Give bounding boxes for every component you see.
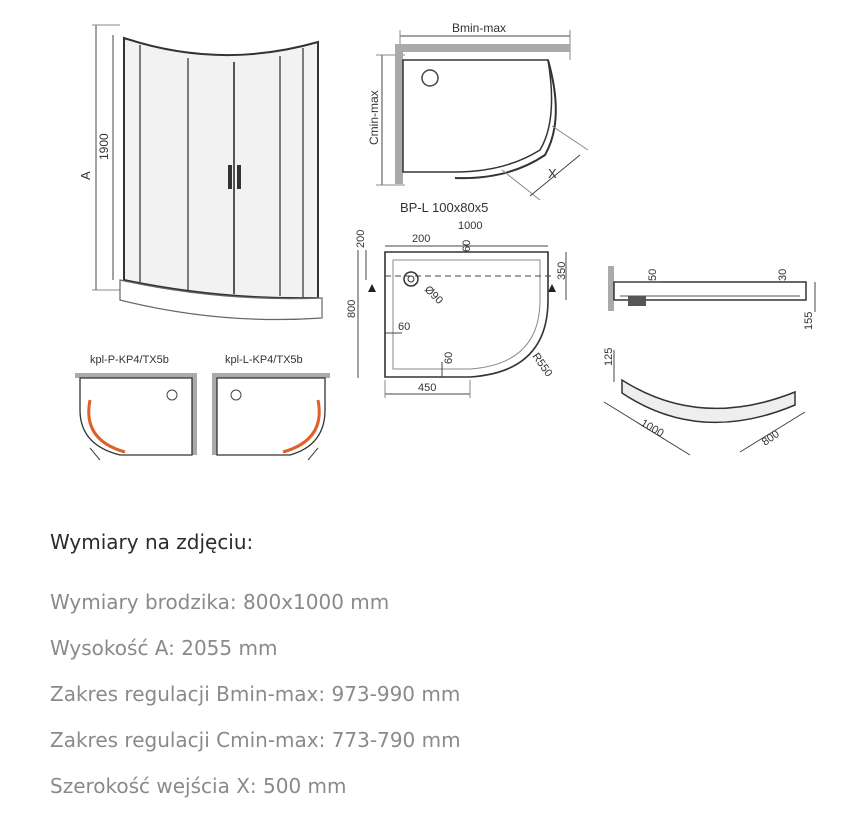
kit-right-door-arc [87, 399, 126, 454]
cmin-max-label: Cmin-max [367, 90, 381, 145]
spec-height-a: Wysokość A: 2055 mm [50, 636, 278, 660]
bmin-max-label: Bmin-max [452, 21, 506, 35]
dim-1000-top: 1000 [458, 220, 482, 232]
tray-front-apron: 125 1000 800 [603, 348, 806, 456]
kit-right-label: kpl-P-KP4/TX5b [90, 354, 169, 366]
dim-60-left: 60 [398, 321, 410, 333]
dim-200-left: 200 [355, 230, 367, 248]
dimensions-heading: Wymiary na zdjęciu: [50, 530, 254, 554]
kit-left-label: kpl-L-KP4/TX5b [225, 354, 303, 366]
spec-tray-size: Wymiary brodzika: 800x1000 mm [50, 590, 390, 614]
tray-plan-view: BP-L 100x80x5 1000 200 60 200 800 350 Ø9… [346, 200, 568, 398]
technical-drawing: A 1900 Bmin-max Cmin-max X BP-L 100 [75, 21, 816, 461]
side-dim-155: 155 [803, 312, 815, 330]
front-dim-800: 800 [760, 428, 782, 448]
dim-60-bottom: 60 [443, 352, 455, 364]
kit-left-door-arc [282, 399, 321, 454]
dim-a-label: A [78, 171, 93, 180]
dim-450: 450 [418, 382, 436, 394]
radius-label: R550 [530, 351, 555, 379]
side-dim-50: 50 [647, 269, 659, 281]
dim-800-left: 800 [346, 300, 358, 318]
front-dim-125: 125 [603, 348, 615, 366]
kit-left-diagram: kpl-L-KP4/TX5b [212, 354, 330, 461]
dim-60-top: 60 [461, 240, 473, 252]
cabin-perspective-view: A 1900 [78, 24, 323, 321]
spec-b-range: Zakres regulacji Bmin-max: 973-990 mm [50, 682, 461, 706]
specs-list: Wymiary brodzika: 800x1000 mm Wysokość A… [50, 586, 461, 816]
front-dim-1000: 1000 [639, 417, 666, 440]
side-dim-30: 30 [777, 269, 789, 281]
tray-model-label: BP-L 100x80x5 [400, 200, 488, 215]
kit-right-diagram: kpl-P-KP4/TX5b [75, 354, 197, 461]
spec-entry-width: Szerokość wejścia X: 500 mm [50, 774, 347, 798]
dim-height-label: 1900 [97, 133, 111, 160]
spec-c-range: Zakres regulacji Cmin-max: 773-790 mm [50, 728, 461, 752]
tray-side-section: 50 30 155 [608, 266, 816, 330]
dim-200-top: 200 [412, 233, 430, 245]
dim-350: 350 [556, 262, 568, 280]
top-view-adjustment: Bmin-max Cmin-max X [367, 21, 589, 201]
x-label: X [548, 166, 557, 181]
